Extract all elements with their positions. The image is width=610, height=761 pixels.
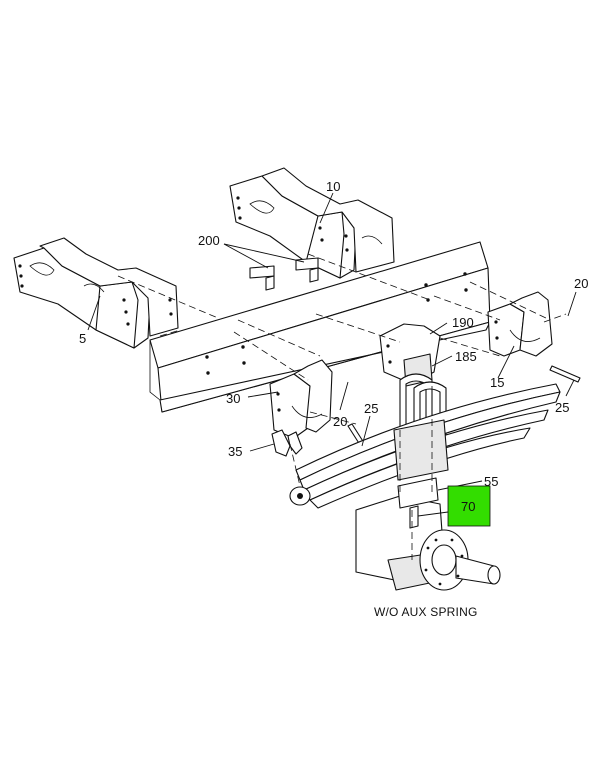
spring-hanger-right <box>487 291 553 357</box>
diagram-caption: W/O AUX SPRING <box>374 605 477 619</box>
axle-assembly <box>355 495 501 591</box>
gusset-brackets <box>249 257 319 291</box>
callout-190: 190 <box>452 315 474 330</box>
shackle <box>271 429 303 457</box>
crossmember-left <box>13 237 179 349</box>
crossmember-left-holes <box>18 264 173 326</box>
highlight-box-70[interactable] <box>447 485 491 527</box>
hub-holes <box>424 538 464 586</box>
callout-10: 10 <box>326 179 340 194</box>
crossmember-top <box>229 167 395 279</box>
callout-55: 55 <box>484 474 498 489</box>
crossmember-top-holes <box>236 196 349 252</box>
callout-185: 185 <box>455 349 477 364</box>
callout-labels: 10 200 5 20 190 185 15 25 30 20 25 35 55… <box>79 179 588 514</box>
callout-15: 15 <box>490 375 504 390</box>
assembly-centerlines <box>117 253 567 560</box>
callout-20-left: 20 <box>333 414 347 429</box>
leader-lines <box>87 192 577 517</box>
spring-hanger-left <box>269 359 333 439</box>
leaf-spring <box>289 383 561 509</box>
callout-200: 200 <box>198 233 220 248</box>
callout-20-right: 20 <box>574 276 588 291</box>
callout-5: 5 <box>79 331 86 346</box>
callout-35: 35 <box>228 444 242 459</box>
callout-70[interactable]: 70 <box>461 499 475 514</box>
callout-25-left: 25 <box>364 401 378 416</box>
callout-25-right: 25 <box>555 400 569 415</box>
callout-30: 30 <box>226 391 240 406</box>
rail-holes <box>205 272 468 375</box>
